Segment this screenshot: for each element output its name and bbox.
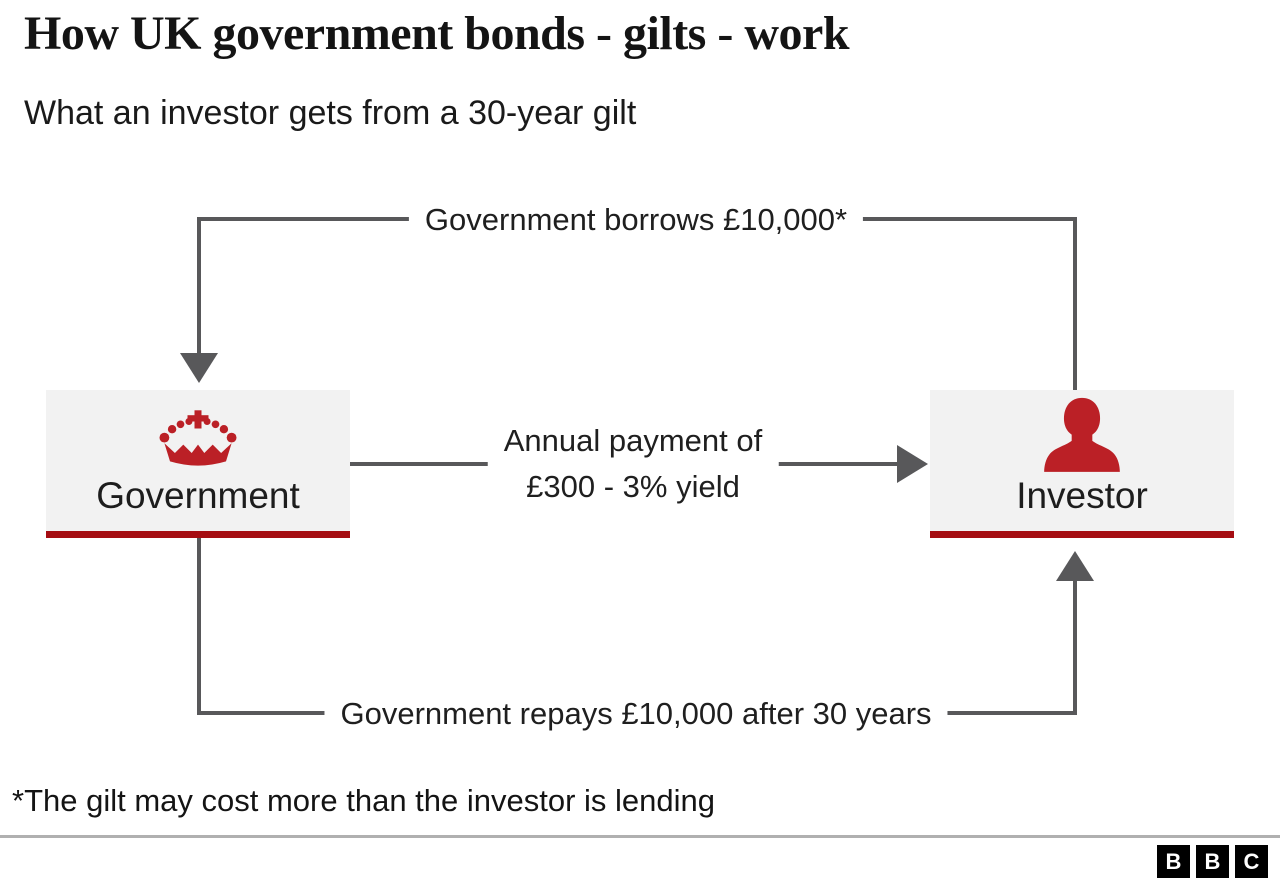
arrow-up-icon bbox=[1056, 551, 1094, 581]
flow-repay-right-vertical-line bbox=[1073, 581, 1077, 715]
flow-borrow-right-vertical-line bbox=[1073, 217, 1077, 390]
footnote: *The gilt may cost more than the investo… bbox=[12, 783, 716, 818]
arrow-right-icon bbox=[897, 445, 928, 483]
bbc-logo: B B C bbox=[1157, 845, 1268, 878]
flow-borrow-left-vertical-line bbox=[197, 217, 201, 355]
flow-annual-label-line2: £300 - 3% yield bbox=[526, 469, 740, 504]
bbc-logo-block-2: B bbox=[1196, 845, 1229, 878]
page-title: How UK government bonds - gilts - work bbox=[24, 7, 850, 60]
flow-repay-left-vertical-line bbox=[197, 538, 201, 715]
person-icon bbox=[1039, 390, 1125, 472]
page-subtitle: What an investor gets from a 30-year gil… bbox=[24, 94, 637, 132]
bbc-logo-block-1: B bbox=[1157, 845, 1190, 878]
person-icon-shape bbox=[1044, 397, 1120, 472]
arrow-down-icon bbox=[180, 353, 218, 383]
node-government-label: Government bbox=[96, 475, 300, 516]
flow-borrow-label: Government borrows £10,000* bbox=[408, 197, 864, 243]
crown-icon bbox=[156, 390, 240, 472]
flow-repay-label: Government repays £10,000 after 30 years bbox=[324, 691, 948, 737]
flow-annual-label: Annual payment of £300 - 3% yield bbox=[487, 418, 779, 510]
bbc-logo-block-3: C bbox=[1235, 845, 1268, 878]
node-investor-label: Investor bbox=[1016, 475, 1148, 516]
crown-icon-shape bbox=[159, 410, 237, 466]
flow-annual-label-line1: Annual payment of bbox=[503, 423, 763, 458]
footer-divider bbox=[0, 835, 1280, 838]
node-government: Government bbox=[46, 390, 350, 538]
node-investor: Investor bbox=[930, 390, 1234, 538]
